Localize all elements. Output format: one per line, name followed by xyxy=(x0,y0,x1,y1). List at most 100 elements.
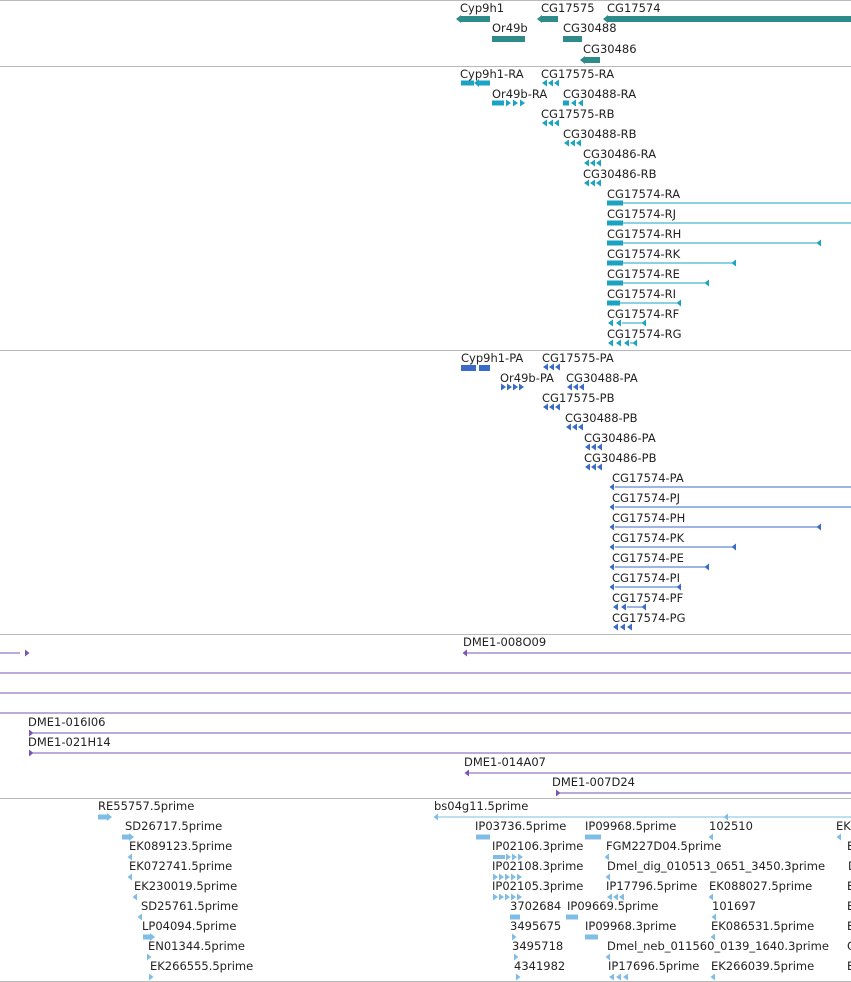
feature-glyph[interactable] xyxy=(0,647,851,659)
feature-glyph[interactable] xyxy=(0,481,851,493)
feature-glyph[interactable] xyxy=(0,911,851,923)
feature-glyph[interactable] xyxy=(0,707,851,719)
strand-arrow-icon xyxy=(591,463,596,471)
strand-arrow-icon xyxy=(518,853,523,861)
feature-glyph[interactable] xyxy=(0,811,851,823)
feature-glyph[interactable] xyxy=(0,831,851,843)
feature-glyph[interactable] xyxy=(0,647,851,659)
feature-glyph[interactable] xyxy=(0,621,851,633)
feature-glyph[interactable] xyxy=(0,33,851,45)
feature-glyph[interactable] xyxy=(0,971,851,982)
feature-label: DME1-016I06 xyxy=(28,715,106,729)
exon-block xyxy=(510,914,520,920)
feature-glyph[interactable] xyxy=(0,831,851,843)
feature-glyph[interactable] xyxy=(0,217,851,229)
feature-glyph[interactable] xyxy=(0,381,851,393)
feature-glyph[interactable] xyxy=(0,891,851,903)
feature-glyph[interactable] xyxy=(0,13,851,25)
feature-glyph[interactable] xyxy=(0,237,851,249)
feature-glyph[interactable] xyxy=(0,277,851,289)
feature-label: IP17796.5prime xyxy=(606,879,698,893)
strand-arrow-icon xyxy=(554,79,559,87)
feature-glyph[interactable] xyxy=(0,54,851,66)
feature-glyph[interactable] xyxy=(0,117,851,129)
strand-arrow-icon xyxy=(572,423,577,431)
strand-arrow-icon xyxy=(147,953,152,961)
feature-glyph[interactable] xyxy=(0,891,851,903)
feature-glyph[interactable] xyxy=(0,831,851,843)
feature-glyph[interactable] xyxy=(0,337,851,349)
feature-glyph[interactable] xyxy=(0,381,851,393)
strand-arrow-icon xyxy=(548,119,553,127)
feature-glyph[interactable] xyxy=(0,871,851,883)
feature-glyph[interactable] xyxy=(0,561,851,573)
feature-glyph[interactable] xyxy=(0,851,851,863)
feature-glyph[interactable] xyxy=(0,77,851,89)
strand-arrow-icon xyxy=(632,339,637,347)
feature-glyph[interactable] xyxy=(0,831,851,843)
feature-glyph[interactable] xyxy=(0,521,851,533)
feature-glyph[interactable] xyxy=(0,971,851,982)
feature-glyph[interactable] xyxy=(0,197,851,209)
feature-glyph[interactable] xyxy=(0,257,851,269)
feature-glyph[interactable] xyxy=(0,787,851,799)
feature-glyph[interactable] xyxy=(0,33,851,45)
feature-glyph[interactable] xyxy=(0,13,851,25)
feature-glyph[interactable] xyxy=(0,911,851,923)
feature-glyph[interactable] xyxy=(0,851,851,863)
feature-glyph[interactable] xyxy=(0,461,851,473)
feature-glyph[interactable] xyxy=(0,421,851,433)
strand-arrow-icon xyxy=(548,79,553,87)
track-divider xyxy=(0,798,851,799)
feature-glyph[interactable] xyxy=(0,137,851,149)
feature-glyph[interactable] xyxy=(0,157,851,169)
feature-glyph[interactable] xyxy=(0,971,851,982)
feature-glyph[interactable] xyxy=(0,911,851,923)
feature-glyph[interactable] xyxy=(0,831,851,843)
feature-glyph[interactable] xyxy=(0,177,851,189)
feature-glyph[interactable] xyxy=(0,727,851,739)
feature-label: CG17575 xyxy=(541,1,595,15)
feature-label: CG17574-PI xyxy=(612,571,681,585)
feature-glyph[interactable] xyxy=(0,971,851,982)
feature-glyph[interactable] xyxy=(0,361,851,373)
feature-glyph[interactable] xyxy=(0,891,851,903)
feature-glyph[interactable] xyxy=(0,317,851,329)
feature-glyph[interactable] xyxy=(0,401,851,413)
feature-glyph[interactable] xyxy=(0,767,851,779)
feature-glyph[interactable] xyxy=(0,951,851,963)
feature-glyph[interactable] xyxy=(0,891,851,903)
feature-glyph[interactable] xyxy=(0,951,851,963)
feature-glyph[interactable] xyxy=(0,687,851,699)
feature-glyph[interactable] xyxy=(0,441,851,453)
feature-glyph[interactable] xyxy=(0,931,851,943)
feature-glyph[interactable] xyxy=(0,911,851,923)
feature-glyph[interactable] xyxy=(0,541,851,553)
feature-glyph[interactable] xyxy=(0,931,851,943)
feature-glyph[interactable] xyxy=(0,871,851,883)
feature-glyph[interactable] xyxy=(0,97,851,109)
strand-arrow-icon xyxy=(517,873,522,881)
feature-glyph[interactable] xyxy=(0,581,851,593)
feature-label: CG17574-RF xyxy=(607,307,680,321)
feature-label: Cyp9h1 xyxy=(460,1,505,15)
feature-glyph[interactable] xyxy=(0,601,851,613)
feature-glyph[interactable] xyxy=(0,811,851,823)
feature-glyph[interactable] xyxy=(0,747,851,759)
feature-glyph[interactable] xyxy=(0,871,851,883)
feature-glyph[interactable] xyxy=(0,951,851,963)
feature-glyph[interactable] xyxy=(0,667,851,679)
feature-glyph[interactable] xyxy=(0,501,851,513)
strand-arrow-icon xyxy=(474,79,479,87)
feature-glyph[interactable] xyxy=(0,13,851,25)
feature-glyph[interactable] xyxy=(0,931,851,943)
feature-glyph[interactable] xyxy=(0,362,851,374)
feature-label: CG17575-PB xyxy=(542,391,615,405)
feature-glyph[interactable] xyxy=(0,851,851,863)
feature-glyph[interactable] xyxy=(0,931,851,943)
feature-glyph[interactable] xyxy=(0,297,851,309)
feature-glyph[interactable] xyxy=(0,97,851,109)
strand-arrow-icon xyxy=(723,813,728,821)
feature-glyph[interactable] xyxy=(0,77,851,89)
strand-arrow-icon xyxy=(464,769,469,777)
